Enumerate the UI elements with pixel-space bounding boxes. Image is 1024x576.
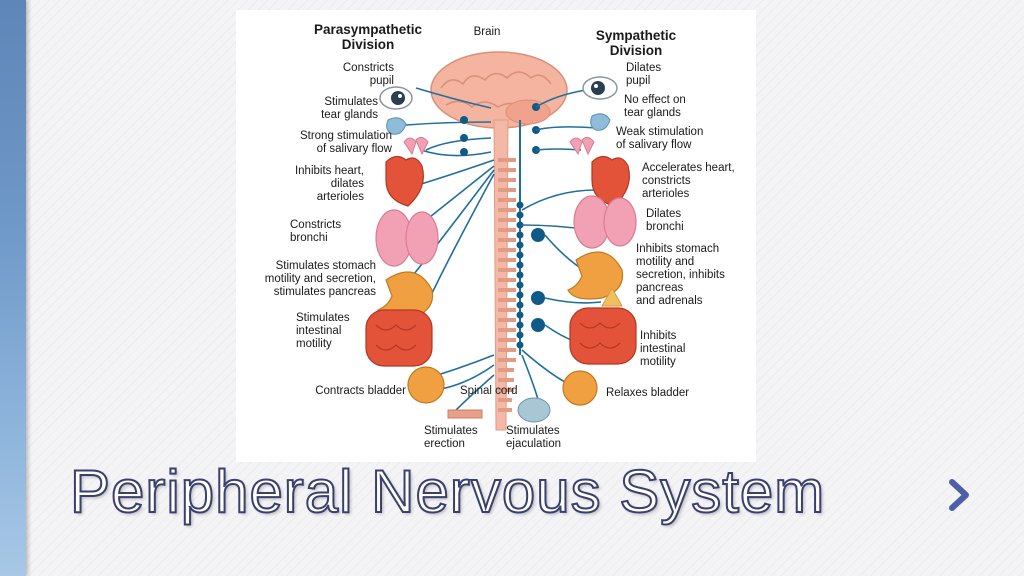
diagram-artwork bbox=[365, 51, 637, 431]
brain-illustration bbox=[430, 51, 568, 129]
slide-title: Peripheral Nervous System bbox=[69, 457, 826, 526]
para-effect-pupil: Constricts pupil bbox=[342, 62, 394, 87]
right-organs bbox=[517, 76, 637, 423]
spinal-cord-label: Spinal cord bbox=[460, 385, 518, 397]
sympathetic-chain bbox=[516, 103, 545, 355]
para-effect-erection: Stimulates erection bbox=[424, 425, 478, 450]
para-effect-bladder: Contracts bladder bbox=[315, 385, 406, 397]
para-effect-salivary: Strong stimulation of salivary flow bbox=[299, 130, 392, 155]
spinal-cord-illustration bbox=[493, 119, 516, 431]
sympathetic-heading: Sympathetic Division bbox=[595, 28, 677, 58]
nervous-system-diagram: Parasympathetic Division Brain Sympathet… bbox=[236, 10, 756, 462]
symp-effect-tear-glands: No effect on tear glands bbox=[624, 94, 686, 119]
symp-effect-bladder: Relaxes bladder bbox=[606, 387, 690, 399]
brain-label: Brain bbox=[473, 26, 501, 38]
symp-effect-salivary: Weak stimulation of salivary flow bbox=[616, 126, 704, 151]
symp-effect-heart: Accelerates heart, constricts arterioles bbox=[642, 162, 735, 200]
symp-effect-pupil: Dilates pupil bbox=[626, 62, 662, 87]
left-accent-bar bbox=[0, 0, 26, 576]
symp-effect-intestine: Inhibits intestinal motility bbox=[640, 330, 686, 368]
para-effect-tear-glands: Stimulates tear glands bbox=[321, 96, 378, 121]
next-chevron-icon[interactable] bbox=[938, 470, 978, 520]
left-organs bbox=[365, 86, 483, 419]
parasympathetic-heading: Parasympathetic Division bbox=[313, 22, 423, 52]
para-effect-stomach: Stimulates stomach motility and secretio… bbox=[264, 260, 376, 298]
para-effect-heart: Inhibits heart, dilates arterioles bbox=[294, 165, 364, 203]
para-effect-bronchi: Constricts bronchi bbox=[290, 219, 342, 244]
symp-effect-bronchi: Dilates bronchi bbox=[646, 208, 684, 233]
parasympathetic-ganglia bbox=[460, 116, 468, 156]
para-effect-intestine: Stimulates intestinal motility bbox=[296, 312, 350, 350]
symp-effect-stomach: Inhibits stomach motility and secretion,… bbox=[636, 243, 725, 307]
symp-effect-ejaculation: Stimulates ejaculation bbox=[506, 425, 561, 450]
